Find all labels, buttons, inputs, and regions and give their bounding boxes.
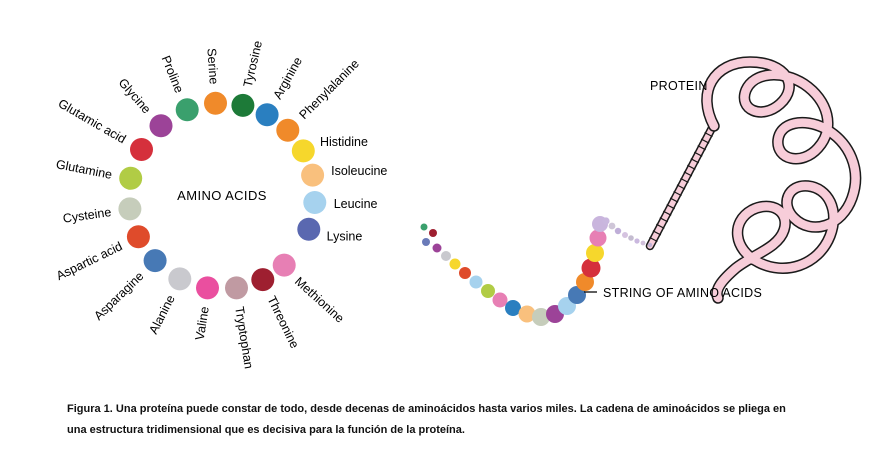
caption-line1: Una proteína puede constar de todo, desd…: [112, 403, 786, 415]
string-tail-dot: [628, 235, 634, 241]
string-bead: [441, 251, 451, 261]
figure-caption: Figura 1. Una proteína puede constar de …: [67, 399, 847, 441]
coil-stripe: [659, 217, 669, 223]
string-tail-dot: [608, 222, 616, 230]
string-bead: [469, 275, 483, 289]
string-bead: [568, 286, 586, 304]
string-bead: [422, 238, 430, 246]
amino-dot-glutamic-acid: [130, 138, 153, 161]
amino-label-tyrosine: Tyrosine: [241, 39, 265, 88]
coil-stripe: [683, 171, 693, 177]
amino-dot-alanine: [168, 267, 192, 291]
amino-dot-leucine: [303, 191, 327, 214]
string-bead: [586, 244, 604, 262]
coil-stripe: [652, 230, 662, 236]
coil-stripe: [693, 151, 703, 157]
coil-stripe: [656, 223, 665, 229]
coil-stripe: [704, 131, 713, 138]
string-bead: [492, 292, 508, 308]
amino-label-aspartic-acid: Aspartic acid: [54, 239, 124, 283]
amino-label-proline: Proline: [159, 54, 187, 95]
string-tail-dot: [634, 238, 640, 244]
string-bead: [505, 300, 521, 316]
amino-dot-glutamine: [119, 166, 143, 190]
amino-dot-serine: [204, 91, 227, 115]
amino-dot-methionine: [272, 253, 296, 277]
string-tail-dot: [647, 242, 653, 248]
coil-stripe: [666, 204, 675, 210]
amino-label-histidine: Histidine: [320, 135, 368, 149]
caption-prefix: Figura 1.: [67, 403, 113, 415]
string-tail-dot: [622, 232, 628, 238]
protein-label: PROTEIN: [650, 79, 708, 93]
amino-label-alanine: Alanine: [146, 293, 177, 337]
amino-label-glutamine: Glutamine: [55, 157, 114, 182]
amino-label-methionine: Methionine: [292, 274, 347, 325]
coil-stripe: [680, 177, 689, 184]
coil-stripe: [687, 164, 696, 170]
amino-label-leucine: Leucine: [334, 197, 378, 211]
string-bead: [429, 229, 437, 237]
coil-stripe: [676, 184, 686, 190]
amino-dot-arginine: [255, 103, 279, 127]
amino-dot-tyrosine: [231, 93, 255, 117]
amino-dot-asparagine: [143, 249, 167, 273]
amino-label-isoleucine: Isoleucine: [331, 164, 387, 178]
coil-stripe: [673, 190, 682, 197]
string-tail-dot: [614, 227, 622, 235]
amino-dot-proline: [175, 98, 199, 122]
string-bead: [518, 305, 536, 323]
string-bead: [589, 229, 607, 247]
coil-stripe: [690, 158, 700, 164]
coil-stripe: [669, 197, 679, 203]
string-tail-dot: [640, 240, 646, 246]
string-bead: [481, 284, 495, 298]
amino-label-cysteine: Cysteine: [62, 205, 112, 226]
amino-dot-cysteine: [118, 197, 142, 221]
amino-dot-phenylalanine: [276, 118, 300, 142]
amino-label-arginine: Arginine: [271, 55, 306, 102]
amino-dot-isoleucine: [301, 163, 325, 187]
amino-label-glutamic-acid: Glutamic acid: [56, 96, 129, 146]
amino-acid-string: [420, 216, 653, 326]
amino-dot-lysine: [297, 217, 321, 241]
amino-label-tryptophan: Tryptophan: [232, 306, 256, 370]
amino-label-serine: Serine: [204, 48, 220, 85]
amino-label-glycine: Glycine: [116, 76, 154, 117]
amino-dot-threonine: [251, 268, 275, 292]
amino-dot-glycine: [149, 114, 173, 138]
amino-label-asparagine: Asparagine: [91, 269, 146, 323]
coil-stripe: [662, 210, 672, 216]
amino-acids-title: AMINO ACIDS: [177, 188, 267, 203]
amino-label-threonine: Threonine: [264, 294, 301, 351]
protein-ribbon: [701, 56, 862, 304]
string-bead: [532, 308, 550, 326]
coil-stripe: [697, 145, 706, 151]
string-bead: [459, 267, 471, 279]
string-bead: [576, 273, 594, 291]
amino-label-valine: Valine: [193, 306, 212, 342]
amino-label-lysine: Lysine: [327, 229, 363, 243]
caption-line2: una estructura tridimensional que es dec…: [67, 424, 465, 436]
string-bead: [581, 258, 601, 278]
amino-dot-histidine: [291, 139, 315, 163]
amino-dot-valine: [196, 276, 219, 300]
amino-label-phenylalanine: Phenylalanine: [297, 57, 362, 122]
string-bead: [449, 258, 461, 270]
amino-dot-tryptophan: [225, 276, 248, 300]
coil-stripe: [700, 138, 710, 144]
string-label: STRING OF AMINO ACIDS: [603, 286, 762, 300]
protein-ribbon-fill: [702, 57, 860, 303]
string-bead: [432, 243, 442, 253]
amino-dot-aspartic-acid: [126, 225, 150, 249]
coil-connector: [645, 123, 717, 251]
string-bead: [420, 223, 428, 231]
string-tail-dot: [602, 217, 610, 225]
coil-stripe: [649, 236, 658, 243]
